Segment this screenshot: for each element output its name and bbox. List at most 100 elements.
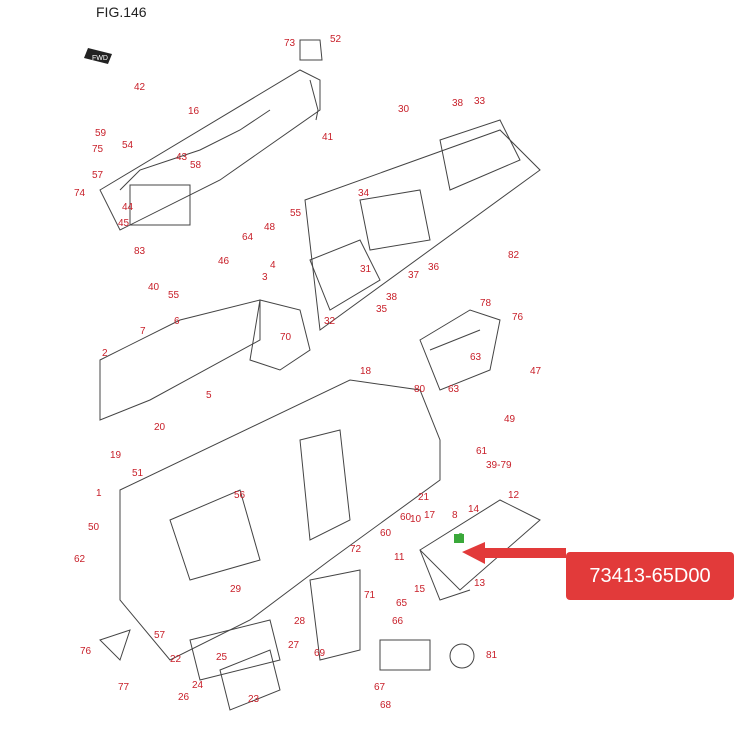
part-label-70: 70 (280, 332, 292, 343)
part-label-56: 56 (234, 490, 246, 501)
part-label-55: 55 (290, 208, 302, 219)
part-label-30: 30 (398, 104, 410, 115)
part-label-59: 59 (95, 128, 107, 139)
part-label-14: 14 (468, 504, 480, 515)
part-label-35: 35 (376, 304, 388, 315)
part-label-28: 28 (294, 616, 306, 627)
part-label-22: 22 (170, 654, 182, 665)
part-label-5: 5 (206, 390, 212, 401)
part-label-58: 58 (190, 160, 202, 171)
part-label-81: 81 (486, 650, 498, 661)
callout-arrow (462, 542, 566, 564)
part-label-8: 8 (452, 510, 458, 521)
part-label-31: 31 (360, 264, 372, 275)
part-label-3: 3 (262, 272, 268, 283)
part-number-callout[interactable]: 73413-65D00 (566, 552, 734, 600)
part-label-37: 37 (408, 270, 420, 281)
part-label-33: 33 (474, 96, 486, 107)
part-label-67: 67 (374, 682, 386, 693)
part-label-72: 72 (350, 544, 362, 555)
part-label-16: 16 (188, 106, 200, 117)
part-label-10: 10 (410, 514, 422, 525)
part-label-65: 65 (396, 598, 408, 609)
part-label-17: 17 (424, 510, 436, 521)
part-label-26: 26 (178, 692, 190, 703)
part-label-75: 75 (92, 144, 104, 155)
part-label-80: 80 (414, 384, 426, 395)
part-number-text: 73413-65D00 (589, 564, 711, 587)
part-label-12: 12 (508, 490, 520, 501)
part-label-29: 29 (230, 584, 242, 595)
part-label-15: 15 (414, 584, 426, 595)
part-label-11: 11 (394, 552, 405, 563)
part-label-47: 47 (530, 366, 542, 377)
part-label-57: 57 (92, 170, 104, 181)
part-label-2: 2 (102, 348, 108, 359)
part-label-18: 18 (360, 366, 372, 377)
figure-title: FIG.146 (96, 4, 147, 20)
part-label-19: 19 (110, 450, 122, 461)
part-label-1: 1 (96, 488, 102, 499)
part-label-60: 60 (380, 528, 392, 539)
part-label-38: 38 (452, 98, 464, 109)
part-label-83: 83 (134, 246, 146, 257)
part-label-40: 40 (148, 282, 160, 293)
part-label-68: 68 (0, 0, 12, 3)
part-label-55: 55 (168, 290, 180, 301)
part-label-76: 76 (80, 646, 92, 657)
part-label-50: 50 (88, 522, 100, 533)
part-label-64: 64 (242, 232, 254, 243)
glove-box (419, 499, 541, 601)
part-label-71: 71 (364, 590, 376, 601)
part-label-66: 66 (392, 616, 404, 627)
part-label-63: 63 (448, 384, 460, 395)
part-label-9: 9 (458, 532, 464, 543)
highlighted-part (454, 534, 464, 543)
part-label-44: 44 (122, 202, 134, 213)
lower-parts (99, 569, 475, 711)
part-label-57: 57 (154, 630, 166, 641)
part-label-63: 63 (470, 352, 482, 363)
part-label-62: 62 (74, 554, 86, 565)
part-label-51: 51 (132, 468, 144, 479)
part-label-21: 21 (418, 492, 430, 503)
part-label-42: 42 (134, 82, 146, 93)
part-label-25: 25 (216, 652, 228, 663)
part-label-76: 76 (512, 312, 524, 323)
part-label-49: 49 (504, 414, 516, 425)
part-label-68: 68 (380, 700, 392, 711)
part-label-36: 36 (428, 262, 440, 273)
part-label-74: 74 (74, 188, 86, 199)
part-label-60: 60 (400, 512, 412, 523)
upper-reinforcement (99, 39, 323, 231)
part-label-34: 34 (358, 188, 370, 199)
part-label-6: 6 (174, 316, 180, 327)
part-label-77: 77 (118, 682, 130, 693)
part-label-61: 61 (476, 446, 488, 457)
part-label-32: 32 (324, 316, 336, 327)
part-label-23: 23 (248, 694, 260, 705)
part-label-39-79: 39-79 (486, 460, 512, 471)
part-label-73: 73 (284, 38, 296, 49)
part-label-82: 82 (508, 250, 520, 261)
part-label-4: 4 (270, 260, 276, 271)
part-label-7: 7 (140, 326, 146, 337)
part-label-20: 20 (154, 422, 166, 433)
fwd-text: FWD (92, 55, 108, 62)
part-label-24: 24 (192, 680, 204, 691)
part-label-38: 38 (386, 292, 398, 303)
part-label-43: 43 (176, 152, 188, 163)
part-label-48: 48 (264, 222, 276, 233)
part-label-54: 54 (122, 140, 134, 151)
part-label-78: 78 (480, 298, 492, 309)
part-label-46: 46 (218, 256, 230, 267)
instrument-panel (99, 299, 441, 661)
part-label-13: 13 (474, 578, 486, 589)
part-label-52: 52 (330, 34, 342, 45)
fwd-arrow: FWD (84, 48, 112, 64)
part-label-41: 41 (322, 132, 334, 143)
part-label-27: 27 (288, 640, 300, 651)
